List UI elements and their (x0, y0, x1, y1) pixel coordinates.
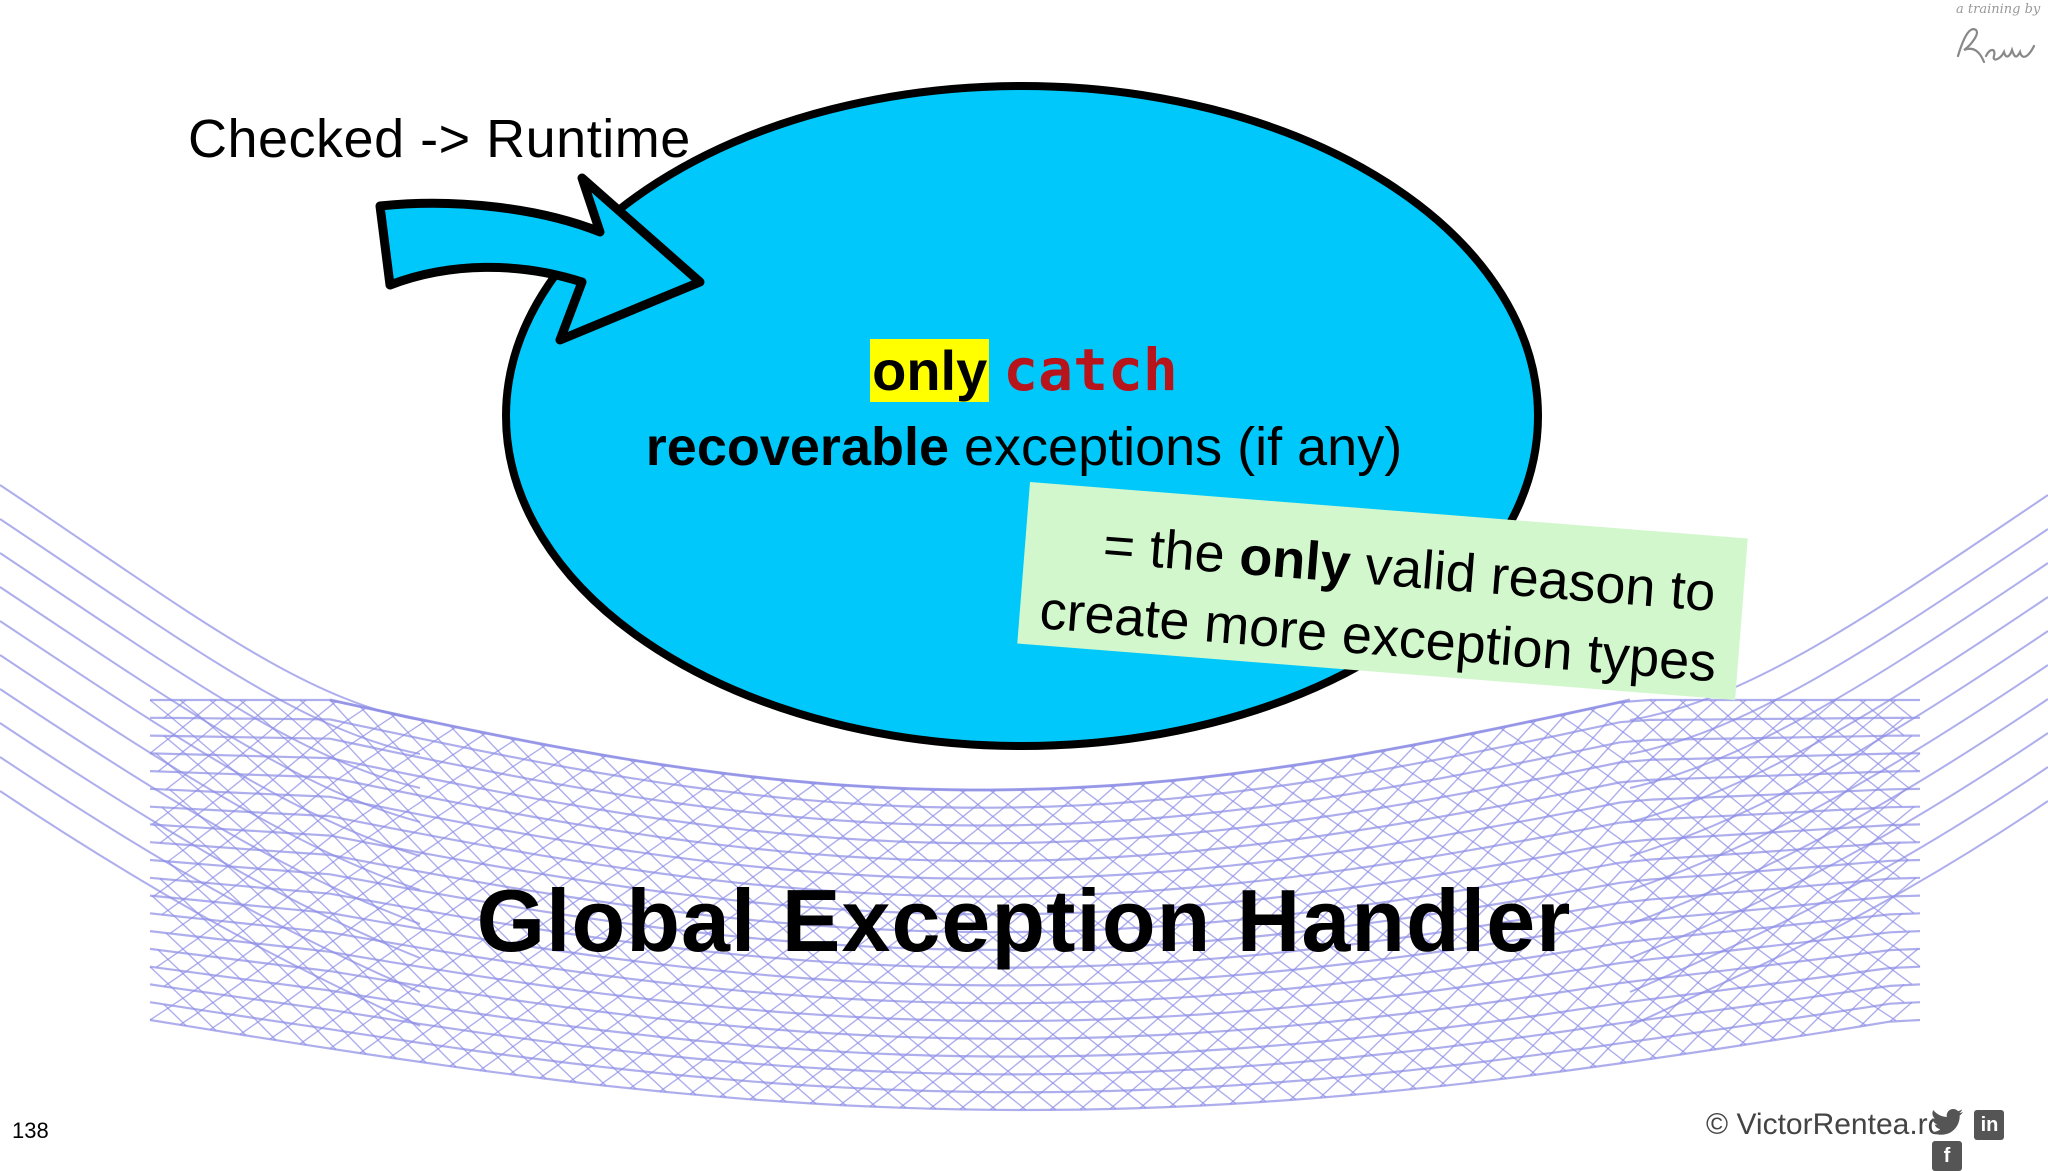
global-exception-handler-title: Global Exception Handler (476, 871, 1572, 970)
note-line-1-pre: = the (1101, 515, 1242, 586)
footer-brand[interactable]: © VictorRentea.ro (1706, 1108, 1945, 1141)
signature-logo (1956, 28, 2036, 64)
catch-keyword: catch (1003, 336, 1178, 404)
facebook-icon[interactable]: f (1932, 1141, 1962, 1171)
recoverable-bold: recoverable (645, 417, 949, 477)
linkedin-icon[interactable]: in (1974, 1109, 2005, 1140)
curved-arrow-icon (375, 173, 705, 345)
social-icons: in f (1931, 1108, 2048, 1171)
only-highlight: only (870, 339, 990, 402)
safety-net-graphic (0, 484, 2048, 1112)
recoverable-rest: exceptions (if any) (949, 417, 1403, 477)
signature-caption: a training by (1956, 2, 2041, 17)
twitter-icon[interactable] (1931, 1108, 1964, 1141)
page-number: 138 (12, 1118, 49, 1143)
recoverable-exceptions-line: recoverable exceptions (if any) (0, 416, 2048, 478)
note-only-bold: only (1237, 525, 1353, 595)
checked-to-runtime-label: Checked -> Runtime (188, 109, 691, 169)
